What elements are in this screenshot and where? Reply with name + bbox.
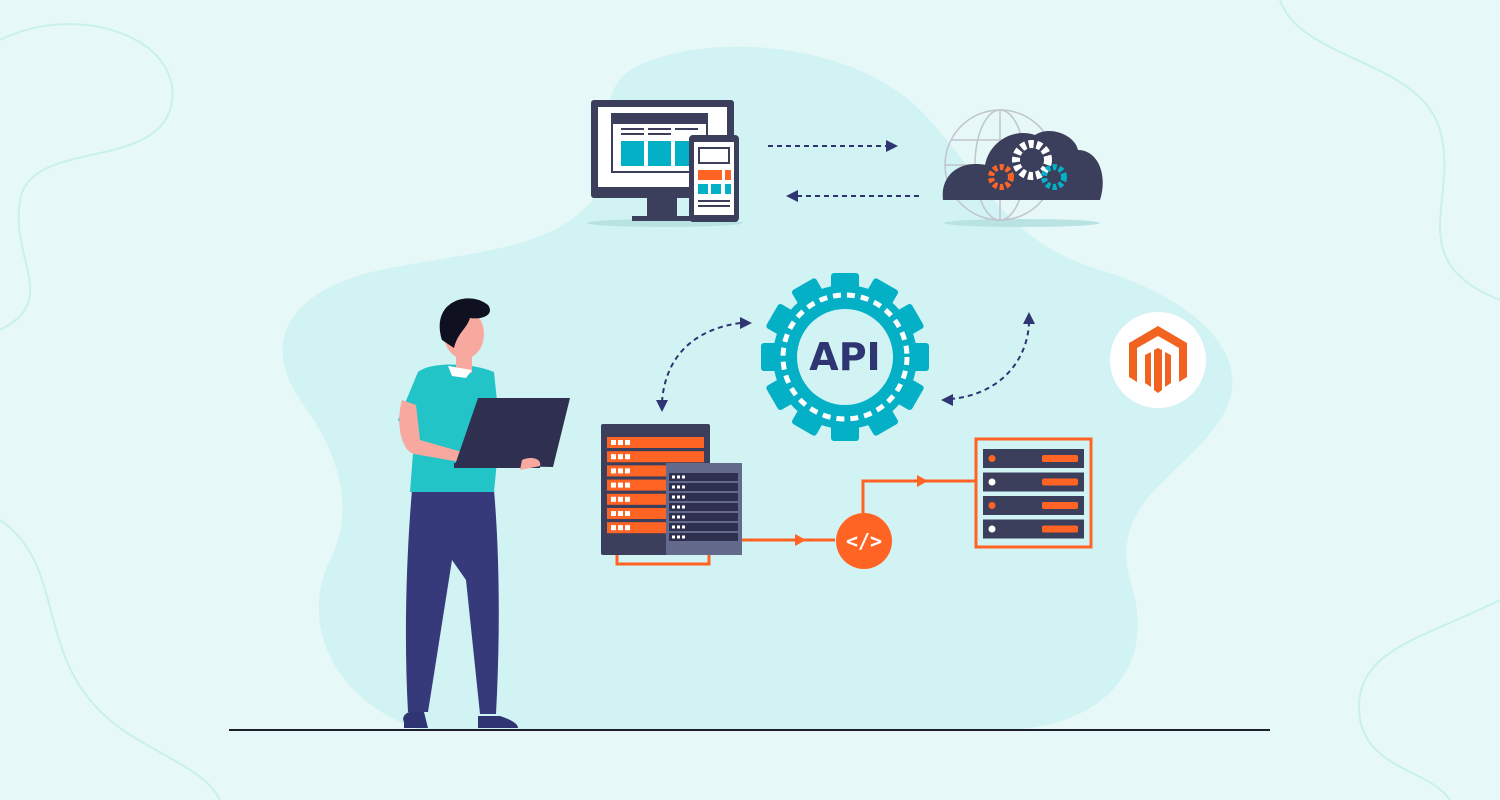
database-server-icon xyxy=(601,424,742,566)
arrow-head-left xyxy=(941,394,953,406)
rack-bar xyxy=(1042,478,1078,486)
server-led xyxy=(682,495,685,499)
api-curved-arrows xyxy=(661,321,1030,403)
server-led xyxy=(618,496,623,502)
sync-arrows-top xyxy=(768,145,922,197)
gear-tooth xyxy=(865,406,899,436)
server-led xyxy=(611,468,616,474)
server-led xyxy=(625,454,630,460)
arrow-head-up xyxy=(1023,312,1035,324)
cloud-gears-icon xyxy=(942,109,1103,227)
rack-unit xyxy=(983,472,1084,492)
rack-led xyxy=(988,525,996,533)
arrow-head-right xyxy=(740,317,752,329)
server-led xyxy=(682,485,685,489)
background-blob xyxy=(282,46,1233,730)
server-led xyxy=(677,485,680,489)
code-icon: </> xyxy=(836,513,892,569)
server-led xyxy=(611,482,616,488)
server-led xyxy=(672,495,675,499)
rack-bar xyxy=(1042,525,1078,533)
server-row xyxy=(669,503,738,511)
gear-tooth xyxy=(894,303,924,337)
server-row xyxy=(607,479,704,491)
server-led xyxy=(611,440,616,445)
rack-bar xyxy=(1042,502,1078,509)
gear-tooth xyxy=(865,278,899,308)
server-rack-icon xyxy=(974,437,1093,549)
magento-logo xyxy=(1110,312,1206,408)
server-led xyxy=(672,475,675,479)
server-led xyxy=(682,525,685,529)
server-led xyxy=(625,525,630,531)
rack-led xyxy=(988,478,996,486)
mobile-phone-icon xyxy=(689,135,739,222)
gear-tooth xyxy=(894,377,924,411)
server-row xyxy=(607,451,704,463)
server-led xyxy=(672,505,675,509)
server-led xyxy=(625,468,630,474)
gear-tooth xyxy=(791,406,825,436)
server-led xyxy=(682,515,685,519)
server-led xyxy=(672,485,675,489)
server-led xyxy=(625,482,630,488)
server-led xyxy=(618,440,623,445)
gear-tooth xyxy=(766,377,796,411)
server-led xyxy=(677,495,680,499)
rack-unit xyxy=(983,519,1084,539)
rack-unit xyxy=(983,496,1084,515)
server-led xyxy=(677,475,680,479)
arrow-head-right xyxy=(886,140,898,152)
arrow-head-left xyxy=(786,190,798,202)
server-row xyxy=(607,437,704,448)
server-led xyxy=(625,496,630,502)
server-row xyxy=(669,523,738,531)
developer-person xyxy=(398,298,570,728)
server-led xyxy=(618,525,623,531)
api-label: API xyxy=(809,335,880,379)
server-led xyxy=(618,511,623,516)
server-led xyxy=(618,482,623,488)
server-led xyxy=(677,525,680,529)
server-row xyxy=(607,465,704,477)
rack-led xyxy=(988,502,996,509)
arrow-head-right xyxy=(917,475,928,487)
arrow-head-down xyxy=(656,400,668,412)
server-led xyxy=(611,525,616,531)
server-led xyxy=(677,515,680,519)
server-row xyxy=(669,533,738,541)
server-led xyxy=(618,454,623,460)
rack-bar xyxy=(1042,455,1078,462)
rack-unit xyxy=(983,449,1084,468)
server-row xyxy=(669,513,738,521)
server-led xyxy=(611,511,616,516)
server-led xyxy=(682,505,685,509)
server-row xyxy=(669,483,738,491)
gear-tooth xyxy=(766,303,796,337)
server-led xyxy=(682,475,685,479)
server-led xyxy=(618,468,623,474)
server-led xyxy=(677,535,680,539)
server-led xyxy=(672,525,675,529)
server-led xyxy=(677,505,680,509)
code-label: </> xyxy=(846,529,882,553)
server-led xyxy=(625,440,630,445)
server-row xyxy=(669,473,738,481)
server-led xyxy=(625,511,630,516)
data-flow-lines xyxy=(742,479,975,542)
server-led xyxy=(672,515,675,519)
server-row xyxy=(669,493,738,501)
server-led xyxy=(611,496,616,502)
server-led xyxy=(682,535,685,539)
arrow-head-right xyxy=(795,534,806,546)
server-led xyxy=(611,454,616,460)
gear-tooth xyxy=(791,278,825,308)
server-row xyxy=(607,508,704,519)
api-gear-icon: API xyxy=(761,273,929,441)
server-row xyxy=(607,522,704,534)
rack-led xyxy=(988,455,996,462)
server-led xyxy=(672,535,675,539)
server-row xyxy=(607,493,704,505)
